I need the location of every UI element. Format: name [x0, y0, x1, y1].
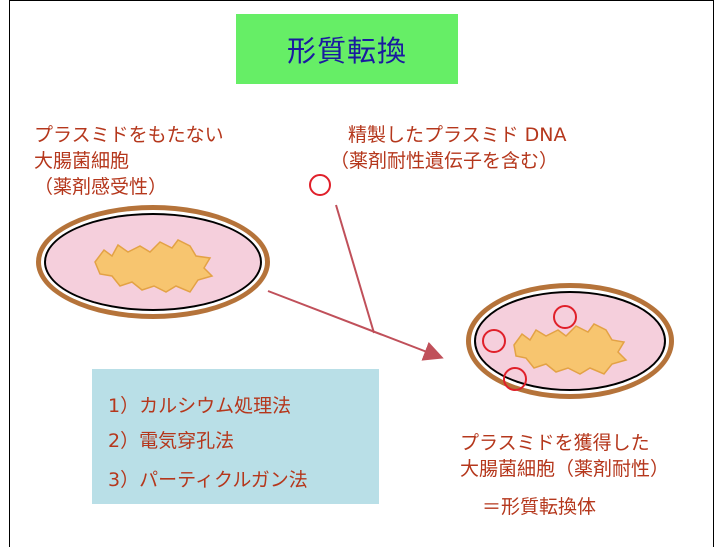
- plasmid-in-cell-3: [503, 367, 527, 391]
- left-cell-label-line-2: 大腸菌細胞: [34, 150, 130, 172]
- method-item-2: 2）電気穿孔法: [108, 430, 235, 452]
- plasmid-in-cell-2: [482, 329, 506, 353]
- method-item-1: 1）カルシウム処理法: [108, 395, 292, 417]
- method-item-3: 3）パーティクルガン法: [108, 469, 308, 491]
- left-cell-label: プラスミドをもたない 大腸菌細胞 （薬剤感受性）: [34, 122, 224, 200]
- free-plasmid: [309, 174, 331, 196]
- slide-frame: [9, 0, 714, 547]
- left-cell-nucleoid: [94, 239, 214, 293]
- result-cell-label: プラスミドを獲得した 大腸菌細胞（薬剤耐性）: [460, 430, 669, 482]
- plasmid-arrow: [335, 204, 375, 334]
- transformant-label: ＝形質転換体: [482, 496, 597, 518]
- result-cell-label-line-1: プラスミドを獲得した: [460, 432, 650, 454]
- methods-box: 1）カルシウム処理法 2）電気穿孔法 3）パーティクルガン法: [92, 369, 379, 504]
- plasmid-label-line-1: 精製したプラスミド DNA: [348, 124, 567, 146]
- right-cell-nucleoid: [513, 323, 628, 375]
- plasmid-in-cell-1: [553, 305, 577, 329]
- transform-arrow: [267, 290, 444, 361]
- left-cell: [36, 205, 270, 319]
- plasmid-label-line-2: （薬剤耐性遺伝子を含む）: [330, 150, 559, 172]
- right-cell: [466, 283, 674, 399]
- result-cell-label-line-2: 大腸菌細胞（薬剤耐性）: [460, 458, 670, 480]
- title-box: 形質転換: [236, 14, 458, 84]
- plasmid-label: 精製したプラスミド DNA （薬剤耐性遺伝子を含む）: [330, 122, 567, 174]
- left-cell-label-line-3: （薬剤感受性）: [34, 176, 168, 198]
- slide-title: 形質転換: [286, 34, 407, 68]
- left-cell-label-line-1: プラスミドをもたない: [34, 124, 224, 146]
